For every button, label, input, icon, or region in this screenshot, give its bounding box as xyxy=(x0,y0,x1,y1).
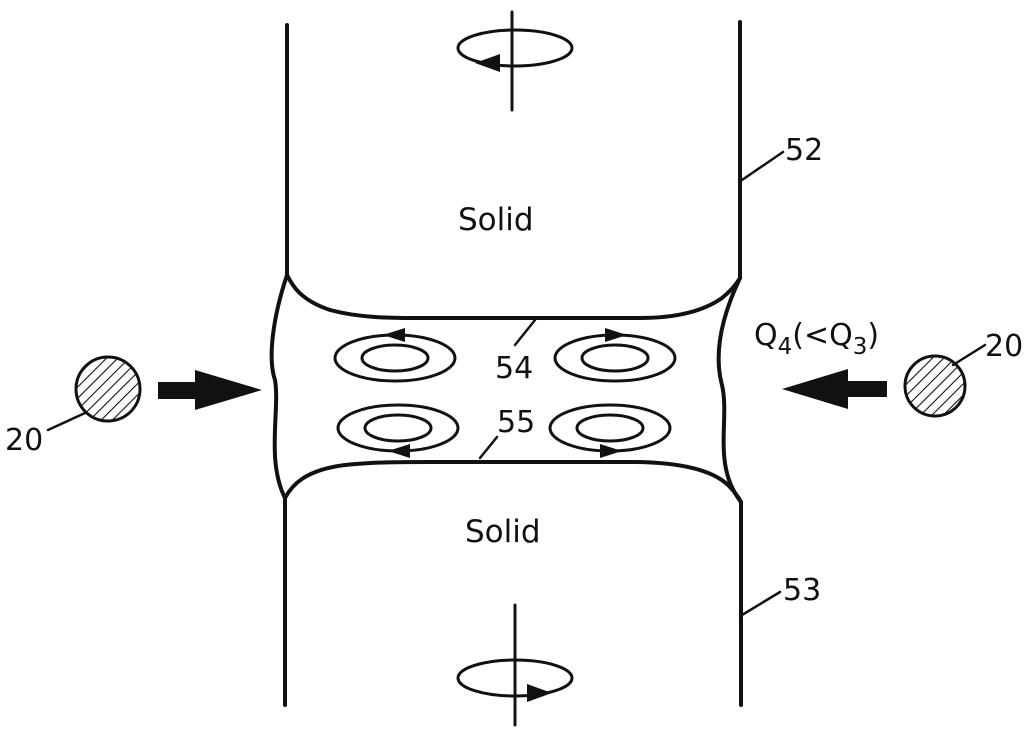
solid-label-upper: Solid xyxy=(458,202,534,238)
vortex-inner-ring xyxy=(575,413,645,443)
arrowhead-icon xyxy=(383,328,405,342)
reference-numeral-20-right: 20 xyxy=(985,329,1023,364)
vortex-inner-ring xyxy=(363,413,433,443)
left-heat-source xyxy=(46,355,262,432)
solid-label-lower: Solid xyxy=(465,514,541,550)
reference-numeral-20-left: 20 xyxy=(5,423,43,458)
upper-rod xyxy=(285,20,742,280)
arrowhead-icon xyxy=(388,444,410,458)
lower-rod xyxy=(283,496,743,707)
hatched-lamp-icon xyxy=(903,354,967,418)
right-arrow-icon xyxy=(195,370,262,410)
reference-numeral-53: 53 xyxy=(783,573,821,608)
left-arrow-icon xyxy=(782,369,848,409)
power-symbol: Q xyxy=(754,318,778,353)
reference-numeral-54: 54 xyxy=(495,351,533,386)
arrowhead-icon xyxy=(600,444,622,458)
power-subscript: 4 xyxy=(778,334,793,360)
power-close-paren: ) xyxy=(867,318,879,353)
left-arrow-shaft xyxy=(158,382,198,399)
rotation-arrow-icon xyxy=(475,54,500,72)
molten-zone-left-surface xyxy=(269,273,289,500)
lower-rotation-ring xyxy=(456,658,574,698)
left-lamp-leader xyxy=(46,411,87,432)
vortex-upper-left xyxy=(333,328,457,383)
vortex-outer-ring xyxy=(336,403,460,453)
hatched-lamp-icon xyxy=(74,355,142,423)
vortex-inner-ring xyxy=(360,343,430,373)
leader-52 xyxy=(740,150,785,182)
upper-rotation-ring xyxy=(456,28,574,68)
vortex-lower-left xyxy=(336,403,460,458)
reference-leaders xyxy=(478,150,785,617)
reference-numeral-52: 52 xyxy=(785,133,823,168)
vortex-outer-ring xyxy=(548,403,672,453)
heating-power-label: Q4(<Q3) xyxy=(754,318,879,360)
power-compare: (<Q xyxy=(792,318,852,353)
power-compare-subscript: 3 xyxy=(853,334,868,360)
arrowhead-icon xyxy=(605,328,627,342)
vortex-inner-ring xyxy=(580,343,650,373)
molten-zone-right-surface xyxy=(716,276,743,504)
upper-rotation-indicator xyxy=(456,10,574,112)
vortex-outer-ring xyxy=(553,333,677,383)
right-lamp-leader xyxy=(951,343,987,367)
right-heat-source xyxy=(782,343,987,418)
vortex-upper-right xyxy=(553,328,677,383)
rotation-arrow-icon xyxy=(527,684,552,702)
leader-54 xyxy=(513,318,537,347)
lower-rotation-indicator xyxy=(456,603,574,727)
upper-interface-curve xyxy=(285,273,742,320)
leader-55 xyxy=(478,435,499,460)
convection-vortices xyxy=(333,328,677,458)
right-arrow-shaft xyxy=(845,381,887,397)
vortex-lower-right xyxy=(548,403,672,458)
lower-interface-curve xyxy=(283,460,743,504)
text-labels: Solid Solid 52 53 54 55 20 20 Q4(<Q3) xyxy=(5,133,1023,608)
reference-numeral-55: 55 xyxy=(497,405,535,440)
vortex-outer-ring xyxy=(333,333,457,383)
molten-zone xyxy=(269,273,743,504)
leader-53 xyxy=(740,590,782,617)
